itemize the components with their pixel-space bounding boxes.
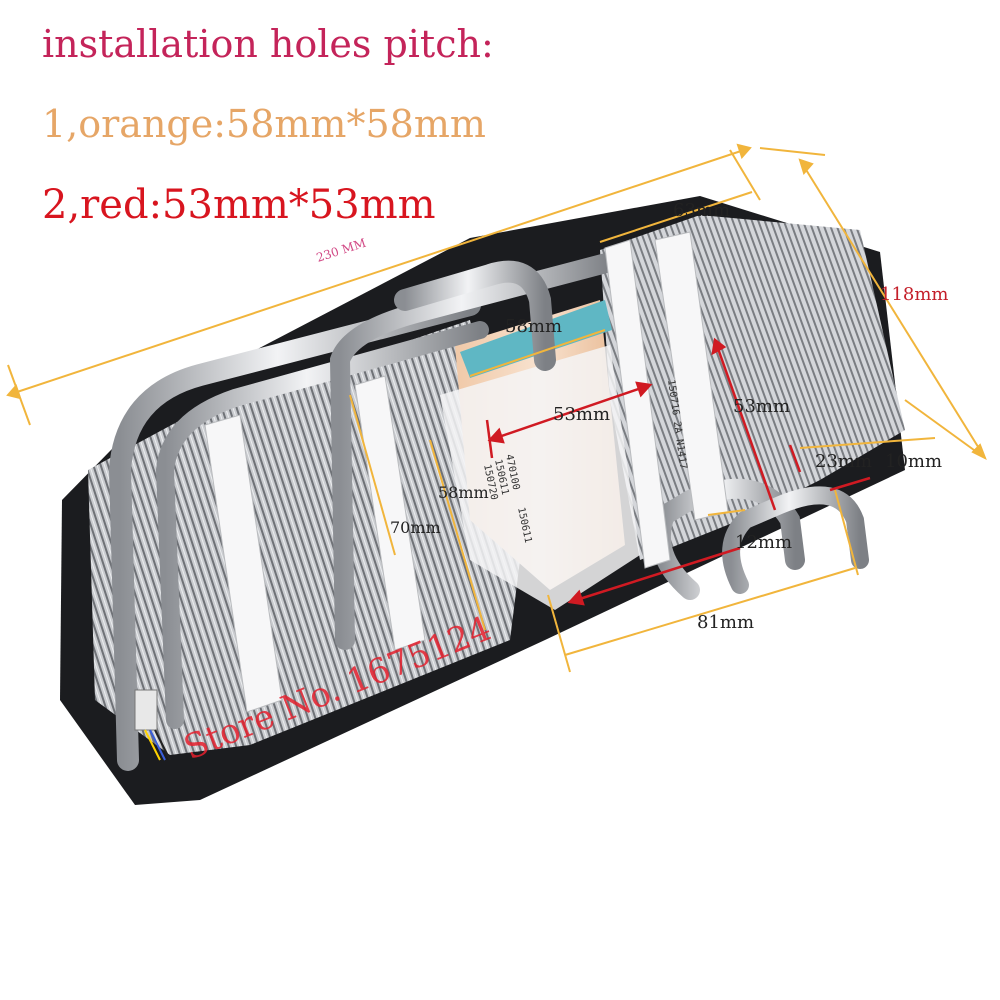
bottom-width-line [564, 567, 856, 656]
label-overall-length: 230 MM [315, 236, 368, 265]
label-right-offset-a: 23mm [815, 451, 872, 472]
heat-pipes [108, 252, 869, 771]
right-offset-line [799, 437, 936, 449]
orange-dimensions [6, 143, 987, 673]
dimension-labels: 230 MM 118mm 63mm 58mm 58mm 53mm 53mm 70… [315, 200, 949, 633]
label-lower-offset: 12mm [735, 532, 792, 553]
red-vertical-line [713, 339, 777, 511]
bracket-right-a [604, 239, 671, 569]
label-red-vertical: 53mm [733, 396, 790, 417]
overall-length-line [7, 147, 751, 396]
top-width-line [599, 191, 753, 243]
base-plate [440, 345, 640, 610]
orange-horizontal-line [469, 329, 606, 377]
label-orange-vertical: 58mm [438, 483, 489, 502]
fan-connector [134, 689, 158, 731]
bracket-left [204, 414, 283, 713]
label-orange-horizontal: 58mm [505, 316, 562, 337]
red-horizontal-line [489, 383, 651, 442]
label-top-width: 63mm [673, 200, 730, 221]
bracket-middle [354, 375, 426, 651]
label-red-horizontal: 53mm [553, 404, 610, 425]
height-line [799, 159, 986, 459]
header-pitch-title: installation holes pitch: [42, 22, 494, 66]
header-orange-spec: 1,orange:58mm*58mm [42, 102, 486, 146]
label-bottom-width: 81mm [697, 612, 754, 633]
left-offset-line [349, 394, 396, 556]
fan-wires [144, 729, 171, 761]
label-right-offset-b: 10mm [885, 451, 942, 472]
header-red-spec: 2,red:53mm*53mm [42, 182, 436, 228]
label-left-offset: 70mm [390, 518, 441, 537]
lower-red-line [569, 546, 741, 604]
label-height: 118mm [880, 284, 949, 305]
orange-vertical-line [429, 439, 486, 631]
red-dimensions [485, 337, 871, 606]
